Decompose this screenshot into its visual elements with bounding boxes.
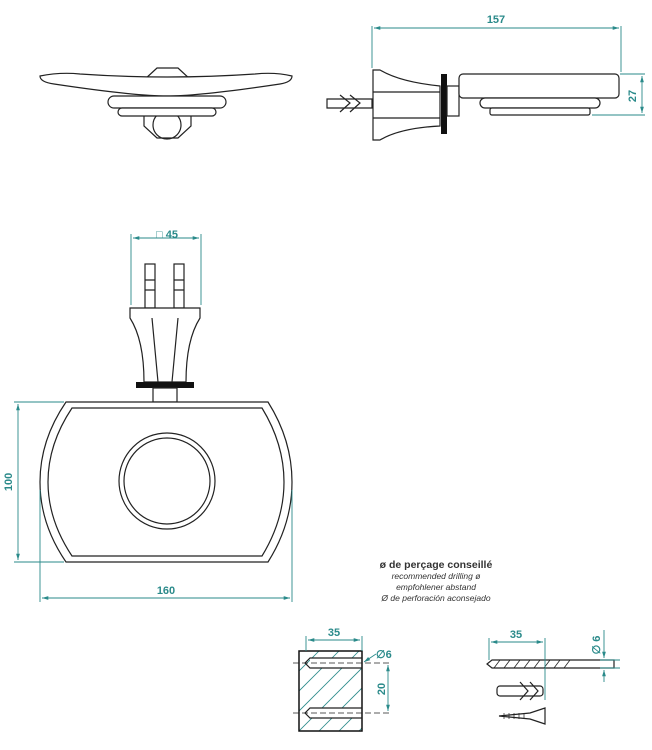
top-view <box>39 67 293 140</box>
front-view: □ 45 100 160 <box>3 229 293 602</box>
dim-hole-diameter-6: ∅6 <box>376 649 392 661</box>
wall-anchor <box>496 685 544 697</box>
drilling-note: ø de perçage conseillé recommended drill… <box>380 559 493 603</box>
note-de: empfohlener abstand <box>396 582 476 592</box>
dim-base-45: □ 45 <box>156 229 178 241</box>
fixings: 35 ∅ 6 <box>486 629 620 725</box>
screw <box>498 707 546 725</box>
wall-section: 35 ∅6 20 <box>293 627 392 732</box>
dim-height-27: 27 <box>627 90 639 102</box>
dim-drill-depth-35: 35 <box>510 629 522 641</box>
dim-length-157: 157 <box>487 14 505 26</box>
note-en: recommended drilling ø <box>392 571 481 581</box>
dim-height-100: 100 <box>3 473 15 491</box>
dim-drill-diameter-6: ∅ 6 <box>591 636 603 655</box>
note-es: Ø de perforación aconsejado <box>380 593 490 603</box>
drill-bit <box>486 659 615 669</box>
dim-hole-depth-35: 35 <box>328 627 340 639</box>
dim-width-160: 160 <box>157 585 175 597</box>
dim-hole-spacing-20: 20 <box>376 683 388 695</box>
side-view: 157 27 <box>326 14 645 141</box>
note-title: ø de perçage conseillé <box>380 559 493 571</box>
